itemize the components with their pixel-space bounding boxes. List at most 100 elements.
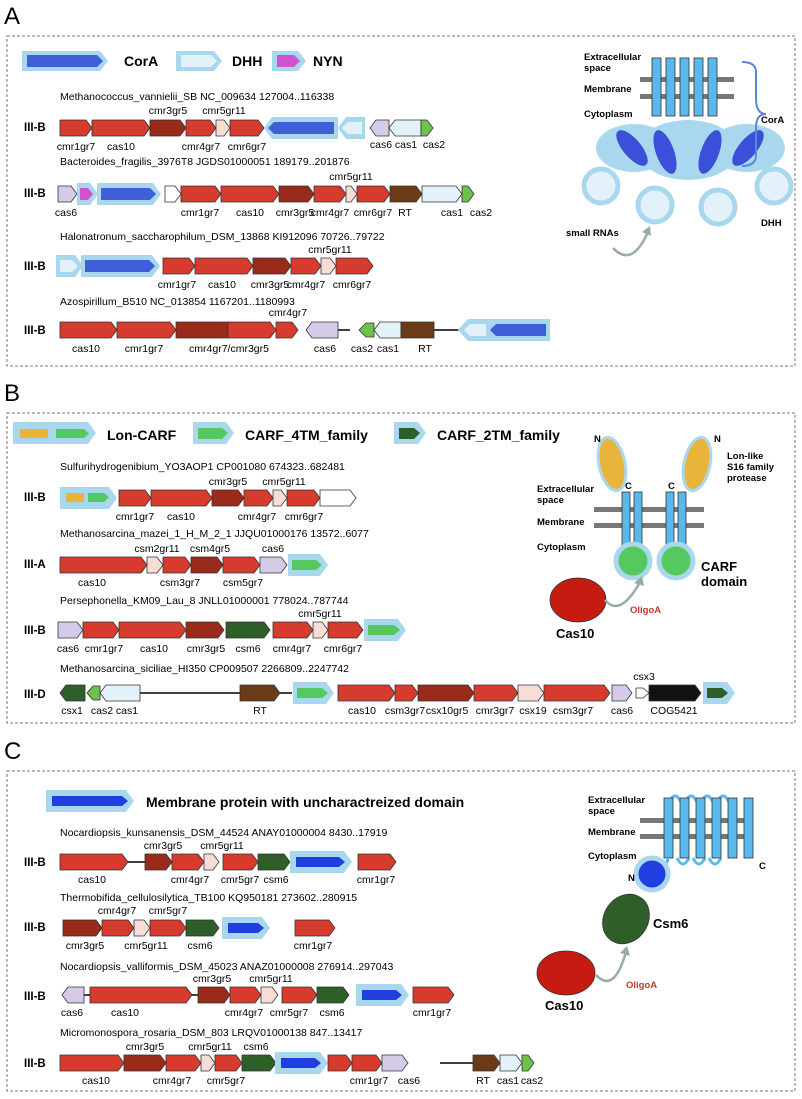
gene-cmr5gr11 — [215, 119, 231, 137]
gene-cmr4gr7 — [290, 257, 322, 275]
locus-c3: Nocardiopsis_valliformis_DSM_45023 ANAZ0… — [24, 961, 455, 1019]
tm-helix — [633, 491, 643, 549]
gene-label: cas10 — [348, 705, 376, 717]
gene-label: csm3gr7 — [553, 705, 593, 717]
gene-label: RT — [253, 705, 267, 717]
gene-cmr3gr5-part — [227, 321, 277, 339]
gene-cmr5gr11 — [133, 919, 151, 937]
legend-carf-domain — [56, 429, 89, 438]
gene-label: cmr4gr7 — [153, 1075, 192, 1087]
cora-helix — [665, 57, 676, 117]
dhh-domain — [581, 166, 621, 206]
gene-label: csm6 — [263, 874, 288, 886]
gene-label: cas2 — [351, 343, 373, 355]
legend-carf2tm-arrow — [399, 428, 420, 439]
cora-domain — [653, 130, 677, 174]
gene-label: cmr5gr11 — [202, 105, 246, 117]
gene-cmr3gr7 — [473, 684, 519, 702]
gene-label: cmr1gr7 — [181, 207, 220, 219]
panel-letter-a: A — [4, 3, 20, 30]
label-extracellular: Extracellular space — [588, 795, 648, 817]
panel-letter-c: C — [4, 738, 21, 765]
gene-label: cmr4gr7 — [238, 511, 277, 523]
gene-csx3 — [635, 687, 650, 699]
gene-label: cmr1gr7 — [85, 643, 124, 655]
gene-cmr1gr7 — [412, 986, 455, 1004]
tm-helix — [677, 491, 687, 549]
cora-domain — [698, 130, 722, 174]
gene-cmr4gr7 — [101, 919, 135, 937]
locus-b2: Methanosarcina_mazei_1_H_M_2_1 JJQU01000… — [24, 528, 369, 589]
locus-b4: Methanosarcina_siciliae_HI350 CP009507 2… — [24, 663, 735, 717]
gene-lon-domain — [66, 493, 84, 502]
label-extracellular-line1: Extracellular — [588, 795, 645, 806]
gene-cas10 — [150, 489, 213, 507]
gene-carf4tm — [292, 560, 322, 570]
gene-label: cas10 — [140, 643, 168, 655]
gene-cas10 — [91, 119, 151, 137]
species-label: Halonatronum_saccharophilum_DSM_13868 KI… — [60, 231, 385, 243]
dhh-domain — [754, 166, 794, 206]
gene-cora — [101, 188, 156, 200]
gene-cas2 — [86, 685, 101, 701]
gene-cas10 — [220, 185, 280, 203]
gene-csm6 — [241, 1054, 277, 1072]
gene-label: cmr6gr7 — [333, 279, 372, 291]
tm-loops-in — [675, 857, 723, 866]
gene-cas1 — [499, 1054, 523, 1072]
label-protease: Lon-like S16 family protease — [727, 451, 777, 484]
label-extracellular: Extracellular space — [537, 484, 597, 506]
label-carf: CARF — [701, 559, 737, 574]
gene-cas2 — [461, 185, 475, 203]
gene-label: csm6 — [235, 643, 260, 655]
gene-label: cmr3gr5 — [66, 940, 105, 952]
gene-cas6 — [57, 621, 84, 639]
gene-label: cmr4gr7 — [171, 874, 210, 886]
gene-label: cmr3gr5 — [209, 476, 248, 488]
panel-c-frame — [6, 770, 796, 1092]
species-label: Persephonella_KM09_Lau_8 JNLL01000001 77… — [60, 595, 349, 607]
gene-cmr1gr7 — [294, 919, 336, 937]
gene-cmr5gr7 — [149, 919, 187, 937]
legend-dhh-label: DHH — [232, 53, 262, 69]
subtype-label: III-B — [24, 492, 46, 504]
gene-label: cmr1gr7 — [413, 1007, 452, 1019]
tm-helix — [679, 797, 690, 859]
gene-membrane-protein — [296, 857, 345, 867]
label-cora: CorA — [761, 115, 784, 126]
panel-c: C Membrane protein with uncharactreized … — [4, 738, 796, 1092]
gene-cmr1gr7 — [118, 489, 152, 507]
gene-label: cas10 — [107, 141, 135, 153]
gene-label: cmr5gr7 — [270, 1007, 309, 1019]
tm-helix — [727, 797, 738, 859]
gene-label: cas6 — [611, 705, 633, 717]
legend-lon-carf-label: Lon-CARF — [107, 427, 177, 443]
oligoa-arrow — [604, 581, 642, 608]
gene-cmr4gr7-part — [175, 321, 229, 339]
gene-cmr3gr5 — [149, 119, 187, 137]
gene-label: cas1 — [395, 139, 417, 151]
gene-cas1 — [421, 185, 463, 203]
gene-label: cas6 — [370, 139, 392, 151]
gene-cmr4gr7 — [185, 119, 217, 137]
gene-cmr4gr7 — [313, 185, 347, 203]
tm-loops-out — [667, 794, 731, 803]
tm-helix — [621, 491, 631, 549]
panel-letter-b: B — [4, 380, 20, 407]
label-protease-line1: Lon-like — [727, 451, 763, 462]
gene-label: cmr4gr7 — [182, 141, 221, 153]
legend-lon-domain — [20, 429, 48, 438]
membrane-bar — [640, 818, 750, 823]
subtype-label: III-A — [24, 559, 46, 571]
label-oligoa: OligoA — [630, 605, 661, 616]
gene-label: cas6 — [55, 207, 77, 219]
gene-label: cas2 — [470, 207, 492, 219]
legend-nyn-label: NYN — [313, 53, 343, 69]
gene-label: cmr5gr11 — [249, 973, 293, 985]
cora-helix — [679, 57, 690, 117]
gene-cora — [268, 122, 334, 134]
gene-cas10 — [59, 556, 148, 574]
legend-carf4tm-label: CARF_4TM_family — [245, 427, 368, 443]
gene-label: csx10gr5 — [426, 705, 469, 717]
gene-cmr6gr7 — [229, 119, 265, 137]
